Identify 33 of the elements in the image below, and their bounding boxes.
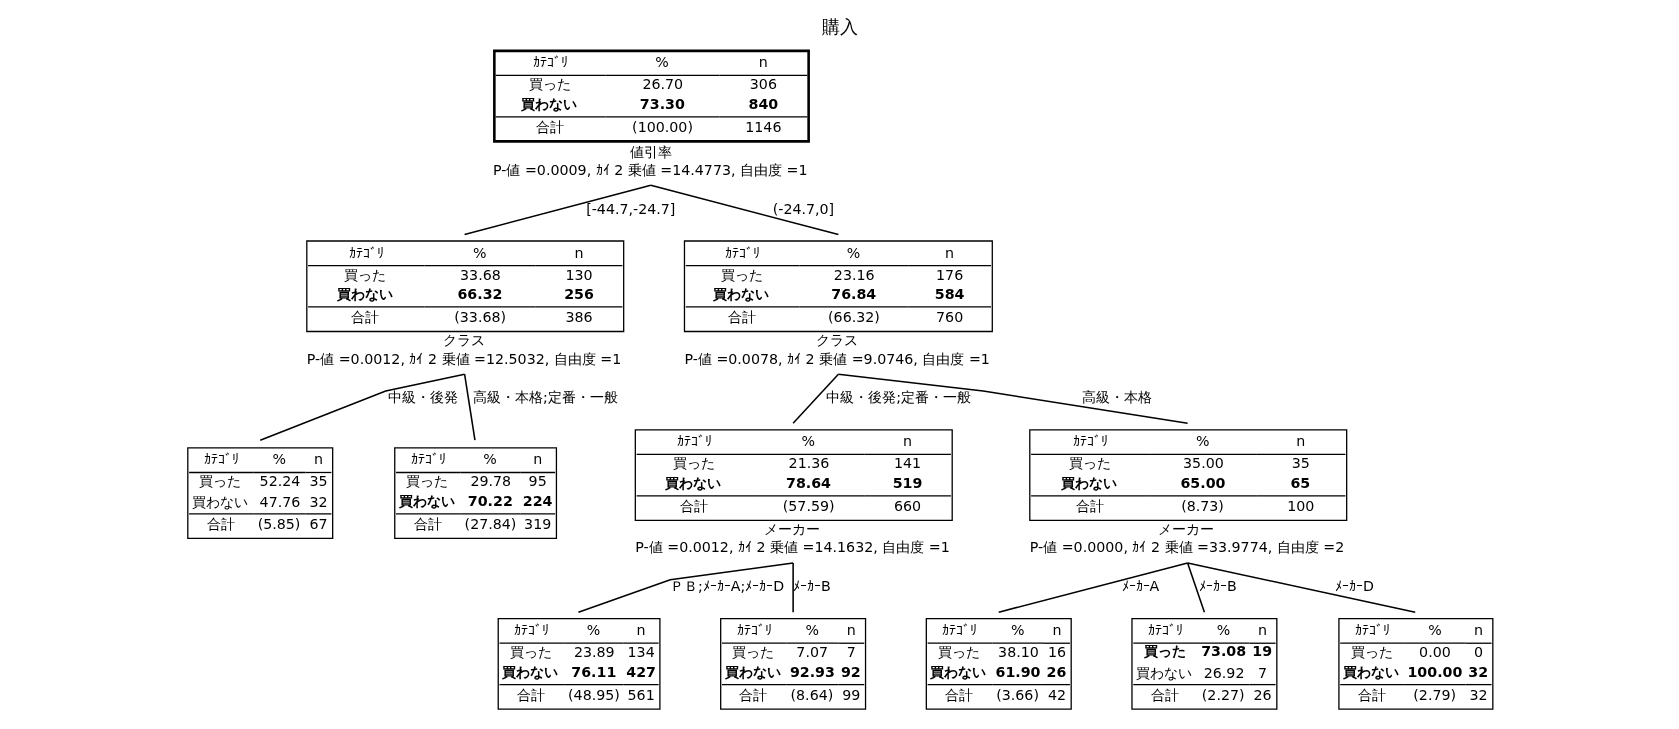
edge-label: ﾒｰｶｰD [1334,578,1374,595]
connector [837,373,1188,425]
node-label: メーカー [763,521,820,538]
edge-label: ＰＢ;ﾒｰｶｰA;ﾒｰｶｰD [669,578,784,595]
connector [997,562,1188,613]
edge-label: ﾒｰｶｰB [792,578,831,595]
node-label: クラス [442,332,485,349]
connector [258,373,465,441]
node-label: メーカー [1157,521,1214,538]
connector [463,184,652,236]
node-label: P-値 =0.0078, ｶｲ 2 乗値 =9.0746, 自由度 =1 [683,350,990,367]
connector [1186,562,1205,613]
node-label: 値引率 [629,143,671,160]
connector [791,373,839,425]
edge-label: ﾒｰｶｰA [1121,578,1159,595]
connector [577,562,794,613]
connector [1186,562,1416,613]
edge-label: 高級・本格;定番・一般 [472,389,618,406]
connector [649,184,839,236]
edge-label: 中級・後発 [387,389,458,406]
node-label: P-値 =0.0009, ｶｲ 2 乗値 =14.4773, 自由度 =1 [492,161,808,178]
connector [463,373,476,441]
connector [791,562,794,613]
node-label: P-値 =0.0012, ｶｲ 2 乗値 =14.1632, 自由度 =1 [634,539,950,556]
diagram-title: 購入 [821,16,858,38]
node-label: クラス [815,332,858,349]
edge-label: 高級・本格 [1081,389,1152,406]
edge-label: 中級・後発;定番・一般 [825,389,971,406]
edge-label: ﾒｰｶｰB [1198,578,1237,595]
edge-label: [-44.7,-24.7] [585,200,675,217]
edge-label: (-24.7,0] [772,200,834,217]
node-label: P-値 =0.0000, ｶｲ 2 乗値 =33.9774, 自由度 =2 [1029,539,1344,556]
node-label: P-値 =0.0012, ｶｲ 2 乗値 =12.5032, 自由度 =1 [306,350,621,367]
